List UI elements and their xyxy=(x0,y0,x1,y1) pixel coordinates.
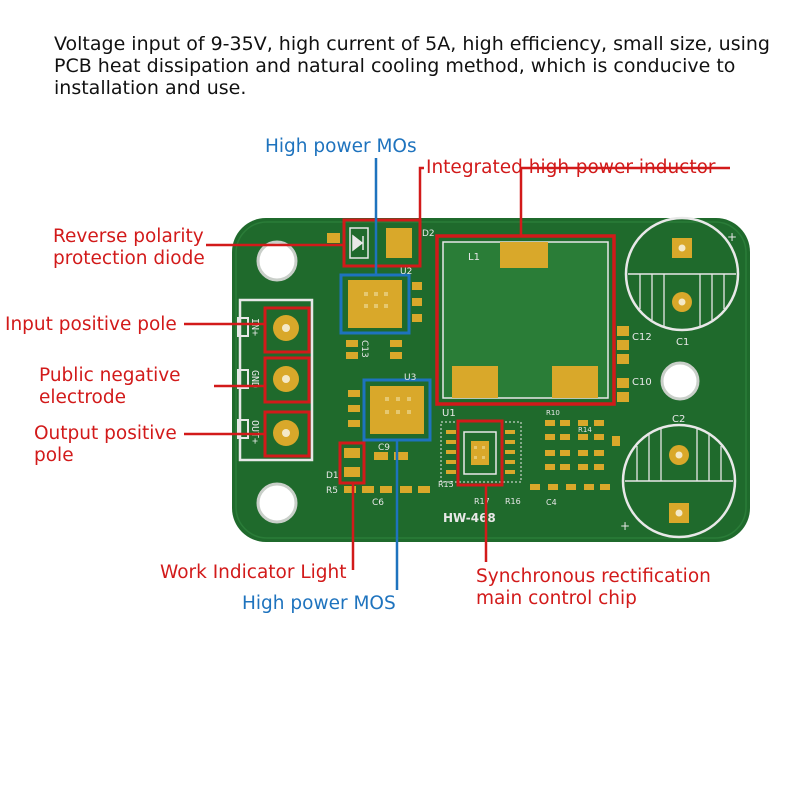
silk-plus: + xyxy=(727,230,737,244)
label-work-indicator: Work Indicator Light xyxy=(160,562,347,583)
board-name: HW-468 xyxy=(443,511,496,525)
leader-diode-top xyxy=(418,166,424,220)
silk-in-plus: IN+ xyxy=(249,318,260,336)
silk-u2: U2 xyxy=(400,267,412,277)
silk-c4: C4 xyxy=(546,498,557,507)
terminal-outline xyxy=(238,298,314,462)
diode-highlight xyxy=(342,218,422,268)
label-public-negative-line2: electrode xyxy=(39,387,126,408)
label-output-positive-line2: pole xyxy=(34,445,74,466)
silk-c1: C1 xyxy=(676,337,689,348)
silk-r16: R16 xyxy=(505,497,521,506)
terminal-pad-input xyxy=(263,306,311,354)
label-sync-rect-line1: Synchronous rectification xyxy=(476,566,711,587)
silk-r15: R15 xyxy=(438,480,454,489)
controller-highlight xyxy=(456,419,504,487)
label-reverse-polarity-line2: protection diode xyxy=(53,248,205,269)
silk-r14: R14 xyxy=(578,426,592,434)
silk-l1: L1 xyxy=(468,252,480,263)
silk-out-plus: OUT+ xyxy=(249,420,260,444)
silk-c13: C13 xyxy=(359,340,369,358)
capacitor-c1 xyxy=(624,216,740,332)
capacitor-c2 xyxy=(621,423,737,539)
silk-c10: C10 xyxy=(632,377,652,388)
mounting-hole xyxy=(660,361,700,401)
description-text: Voltage input of 9-35V, high current of … xyxy=(54,33,770,99)
terminal-pad-gnd xyxy=(263,356,311,404)
label-reverse-polarity-line1: Reverse polarity xyxy=(53,226,204,247)
label-inductor: Integrated high-power inductor xyxy=(426,157,716,178)
controller-chip xyxy=(463,431,497,475)
diode-icon xyxy=(352,234,364,252)
diode-pad xyxy=(386,228,412,258)
mounting-hole xyxy=(256,240,298,282)
label-output-positive-line1: Output positive xyxy=(34,423,177,444)
inductor-highlight xyxy=(435,234,616,406)
label-public-negative-line1: Public negative xyxy=(39,365,181,386)
label-sync-rect-line2: main control chip xyxy=(476,588,637,609)
label-high-power-mos-bottom: High power MOS xyxy=(242,593,396,614)
silk-u1: U1 xyxy=(442,408,456,419)
silk-d2: D2 xyxy=(422,229,435,239)
silk-c9: C9 xyxy=(378,443,390,453)
mounting-hole xyxy=(256,482,298,524)
label-input-positive: Input positive pole xyxy=(5,314,177,335)
silk-d1: D1 xyxy=(326,471,339,481)
label-high-power-mos-top: High power MOs xyxy=(265,136,417,157)
leader-inductor xyxy=(519,166,730,236)
silk-r17: R17 xyxy=(474,497,490,506)
silk-c12: C12 xyxy=(632,332,652,343)
silk-c6: C6 xyxy=(372,498,384,508)
silk-u3: U3 xyxy=(404,373,416,383)
silk-r5: R5 xyxy=(326,486,338,496)
silk-plus: + xyxy=(620,519,630,533)
silk-c2: C2 xyxy=(672,414,685,425)
silk-gnd: GND xyxy=(249,370,260,388)
silk-r10: R10 xyxy=(546,409,560,417)
